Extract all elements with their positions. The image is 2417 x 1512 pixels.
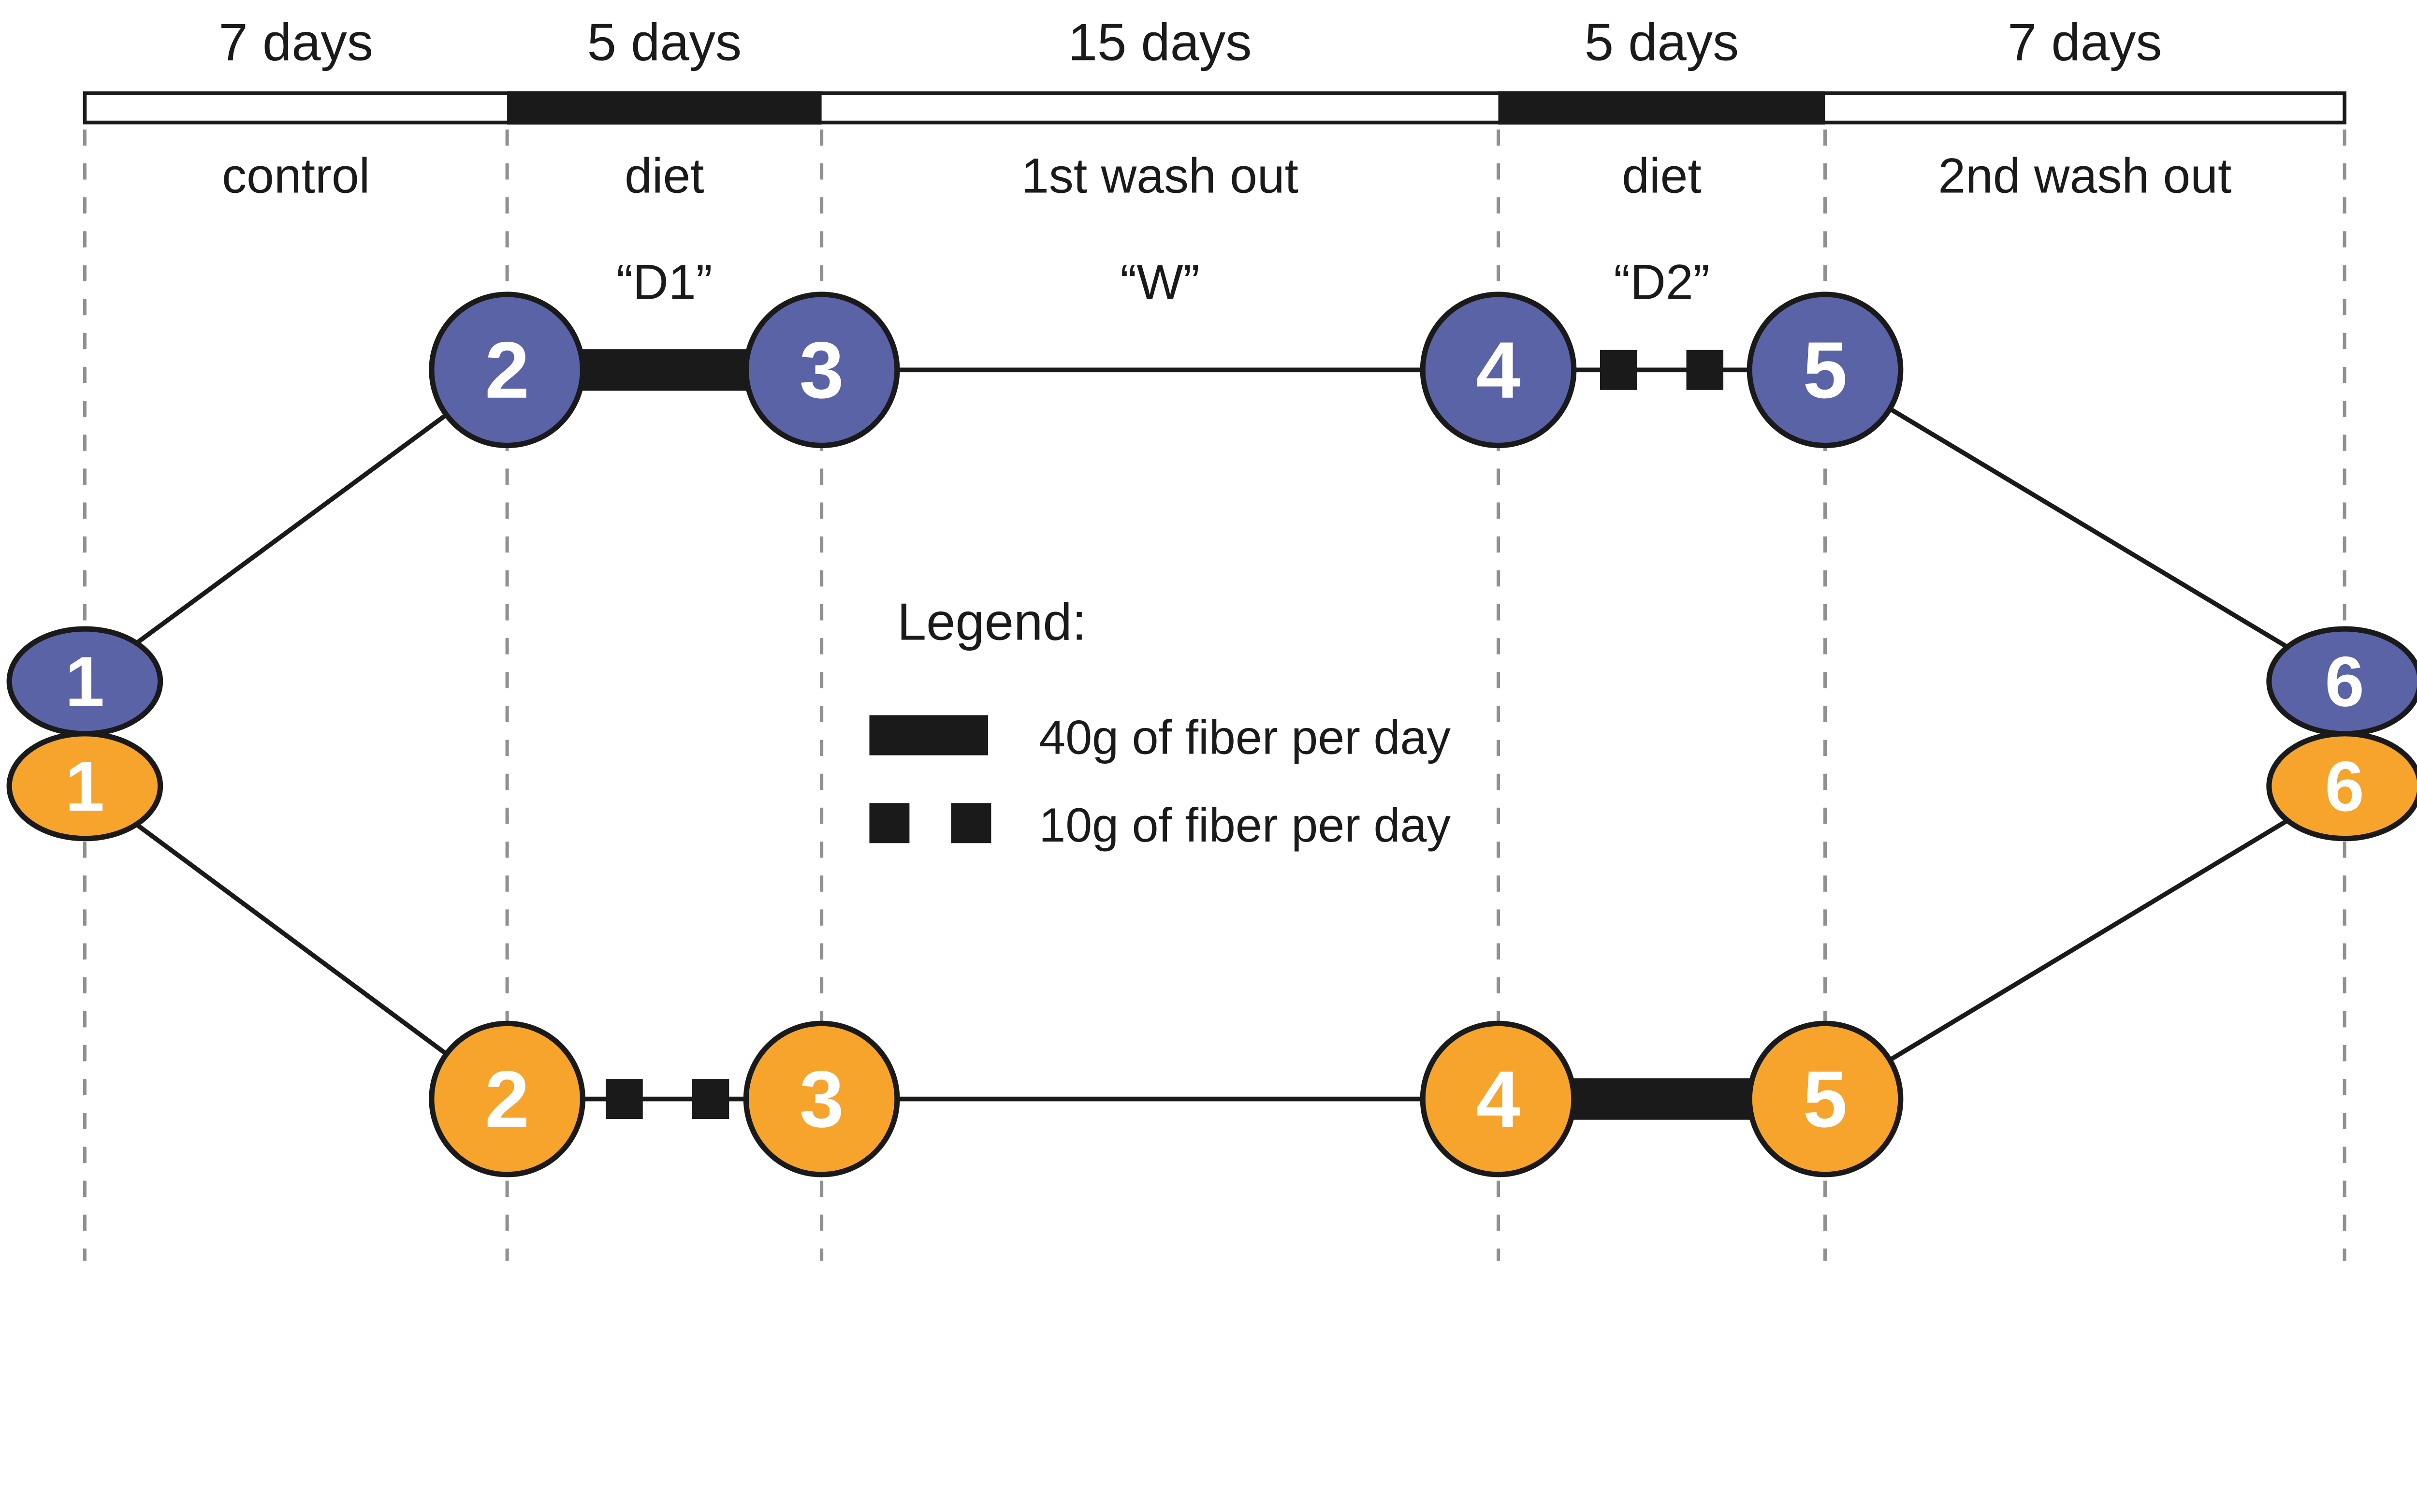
duration-label-control: 7 days [219,13,373,71]
legend-10g-block-a [869,803,910,843]
legend-title: Legend: [897,592,1087,651]
node-blue-2-label: 2 [485,326,529,415]
node-orange-5-label: 5 [1803,1055,1847,1144]
phase-label-diet1: diet [625,148,704,204]
fiber-10g-block-orange-a [606,1079,643,1119]
timeline-bar [83,91,2346,125]
node-blue-3-label: 3 [800,326,844,415]
node-blue-2 [429,291,585,449]
node-orange-2-label: 2 [485,1055,529,1144]
connector-blue-5-6 [1824,368,2346,683]
node-orange-4 [1420,1020,1577,1178]
timeline-axis [83,91,2346,125]
legend-item-40g-label: 40g of fiber per day [1039,711,1451,764]
node-blue-4 [1420,291,1577,449]
phase-label-diet2: diet [1622,148,1702,204]
node-orange-1 [6,731,163,842]
diet-segment-d2 [1498,91,1825,125]
phase-label-washout1: 1st wash out [1021,148,1298,204]
fiber-10g-block-orange-b [692,1079,729,1119]
node-orange-4-label: 4 [1476,1055,1520,1144]
node-orange-5 [1747,1020,1904,1178]
node-orange-6 [2266,731,2417,842]
node-blue-5-label: 5 [1803,326,1847,415]
legend-10g-block-b [951,803,991,843]
node-orange-6-label: 6 [2325,747,2364,826]
node-blue-3 [743,291,900,449]
phase-label-washout2: 2nd wash out [1938,148,2231,204]
duration-label-washout1: 15 days [1068,13,1252,71]
duration-label-diet1: 5 days [587,13,742,71]
code-label-w: “W” [1120,255,1199,310]
legend-item-10g-label: 10g of fiber per day [1039,799,1451,852]
connector-orange-5-6 [1824,784,2346,1101]
legend [869,715,991,843]
node-orange-2 [429,1020,585,1178]
study-design-figure: 7 days 5 days 15 days 5 days 7 days cont… [6,13,2417,1261]
node-orange-1-label: 1 [65,747,105,826]
node-blue-1-label: 1 [65,642,105,721]
fiber-10g-block-blue-a [1600,349,1637,390]
duration-label-diet2: 5 days [1585,13,1739,71]
fiber-10g-block-blue-b [1686,349,1724,390]
node-blue-6-label: 6 [2325,642,2364,721]
node-blue-4-label: 4 [1476,326,1520,415]
arm-blue: 1 2 3 4 5 6 [6,291,2417,737]
gridlines [83,129,2346,1261]
connector-blue-1-2 [83,368,509,683]
node-orange-3 [743,1020,900,1178]
connectors [83,367,2346,1102]
labels: 7 days 5 days 15 days 5 days 7 days cont… [219,13,2232,852]
code-label-d1: “D1” [616,255,712,310]
arm-orange: 1 2 3 4 5 6 [6,731,2417,1178]
duration-label-washout2: 7 days [2008,13,2162,71]
code-label-d2: “D2” [1614,255,1709,310]
diet-segment-d1 [507,91,822,125]
phase-label-control: control [222,148,370,204]
figure-canvas: 7 days 5 days 15 days 5 days 7 days cont… [6,13,2417,1261]
legend-40g-swatch [869,715,989,756]
connector-orange-1-2 [83,784,509,1101]
node-blue-5 [1747,291,1904,449]
node-orange-3-label: 3 [800,1055,844,1144]
